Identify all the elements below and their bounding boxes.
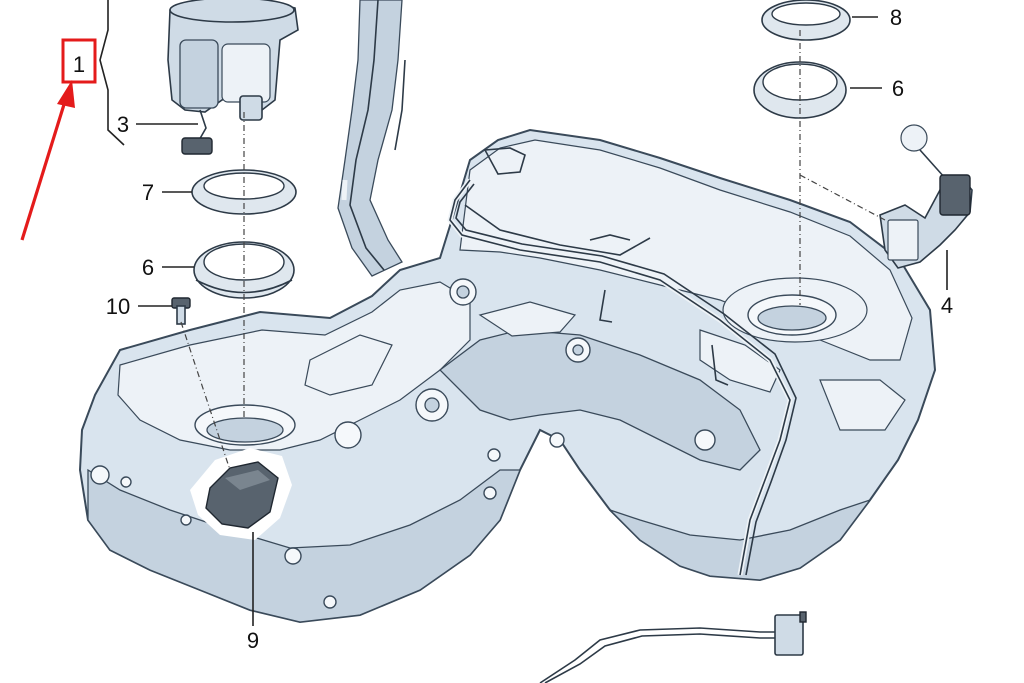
item-1-bracket [99, 0, 125, 146]
callout-3: 3 [117, 112, 129, 137]
leader-lines [136, 16, 948, 626]
callout-7: 7 [142, 180, 154, 205]
lock-ring-right [761, 0, 851, 41]
bolt [171, 297, 191, 325]
fuel-tank [78, 128, 937, 624]
callout-10: 10 [106, 294, 130, 319]
callout-6-left: 6 [142, 255, 154, 280]
wire-harness [539, 611, 807, 683]
fuel-pump-module [167, 0, 299, 155]
filler-pipe [337, 0, 406, 277]
callout-8: 8 [890, 5, 902, 30]
red-arrow-icon [20, 80, 75, 241]
callout-1: 1 [73, 52, 85, 77]
callout-6-right: 6 [892, 76, 904, 101]
callout-9: 9 [247, 628, 259, 653]
assembly-lines [180, 30, 886, 471]
control-unit [190, 448, 292, 540]
fuel-lines [447, 147, 797, 576]
callout-4: 4 [941, 293, 953, 318]
highlight-box [61, 38, 97, 84]
fuel-level-sender [879, 124, 973, 269]
